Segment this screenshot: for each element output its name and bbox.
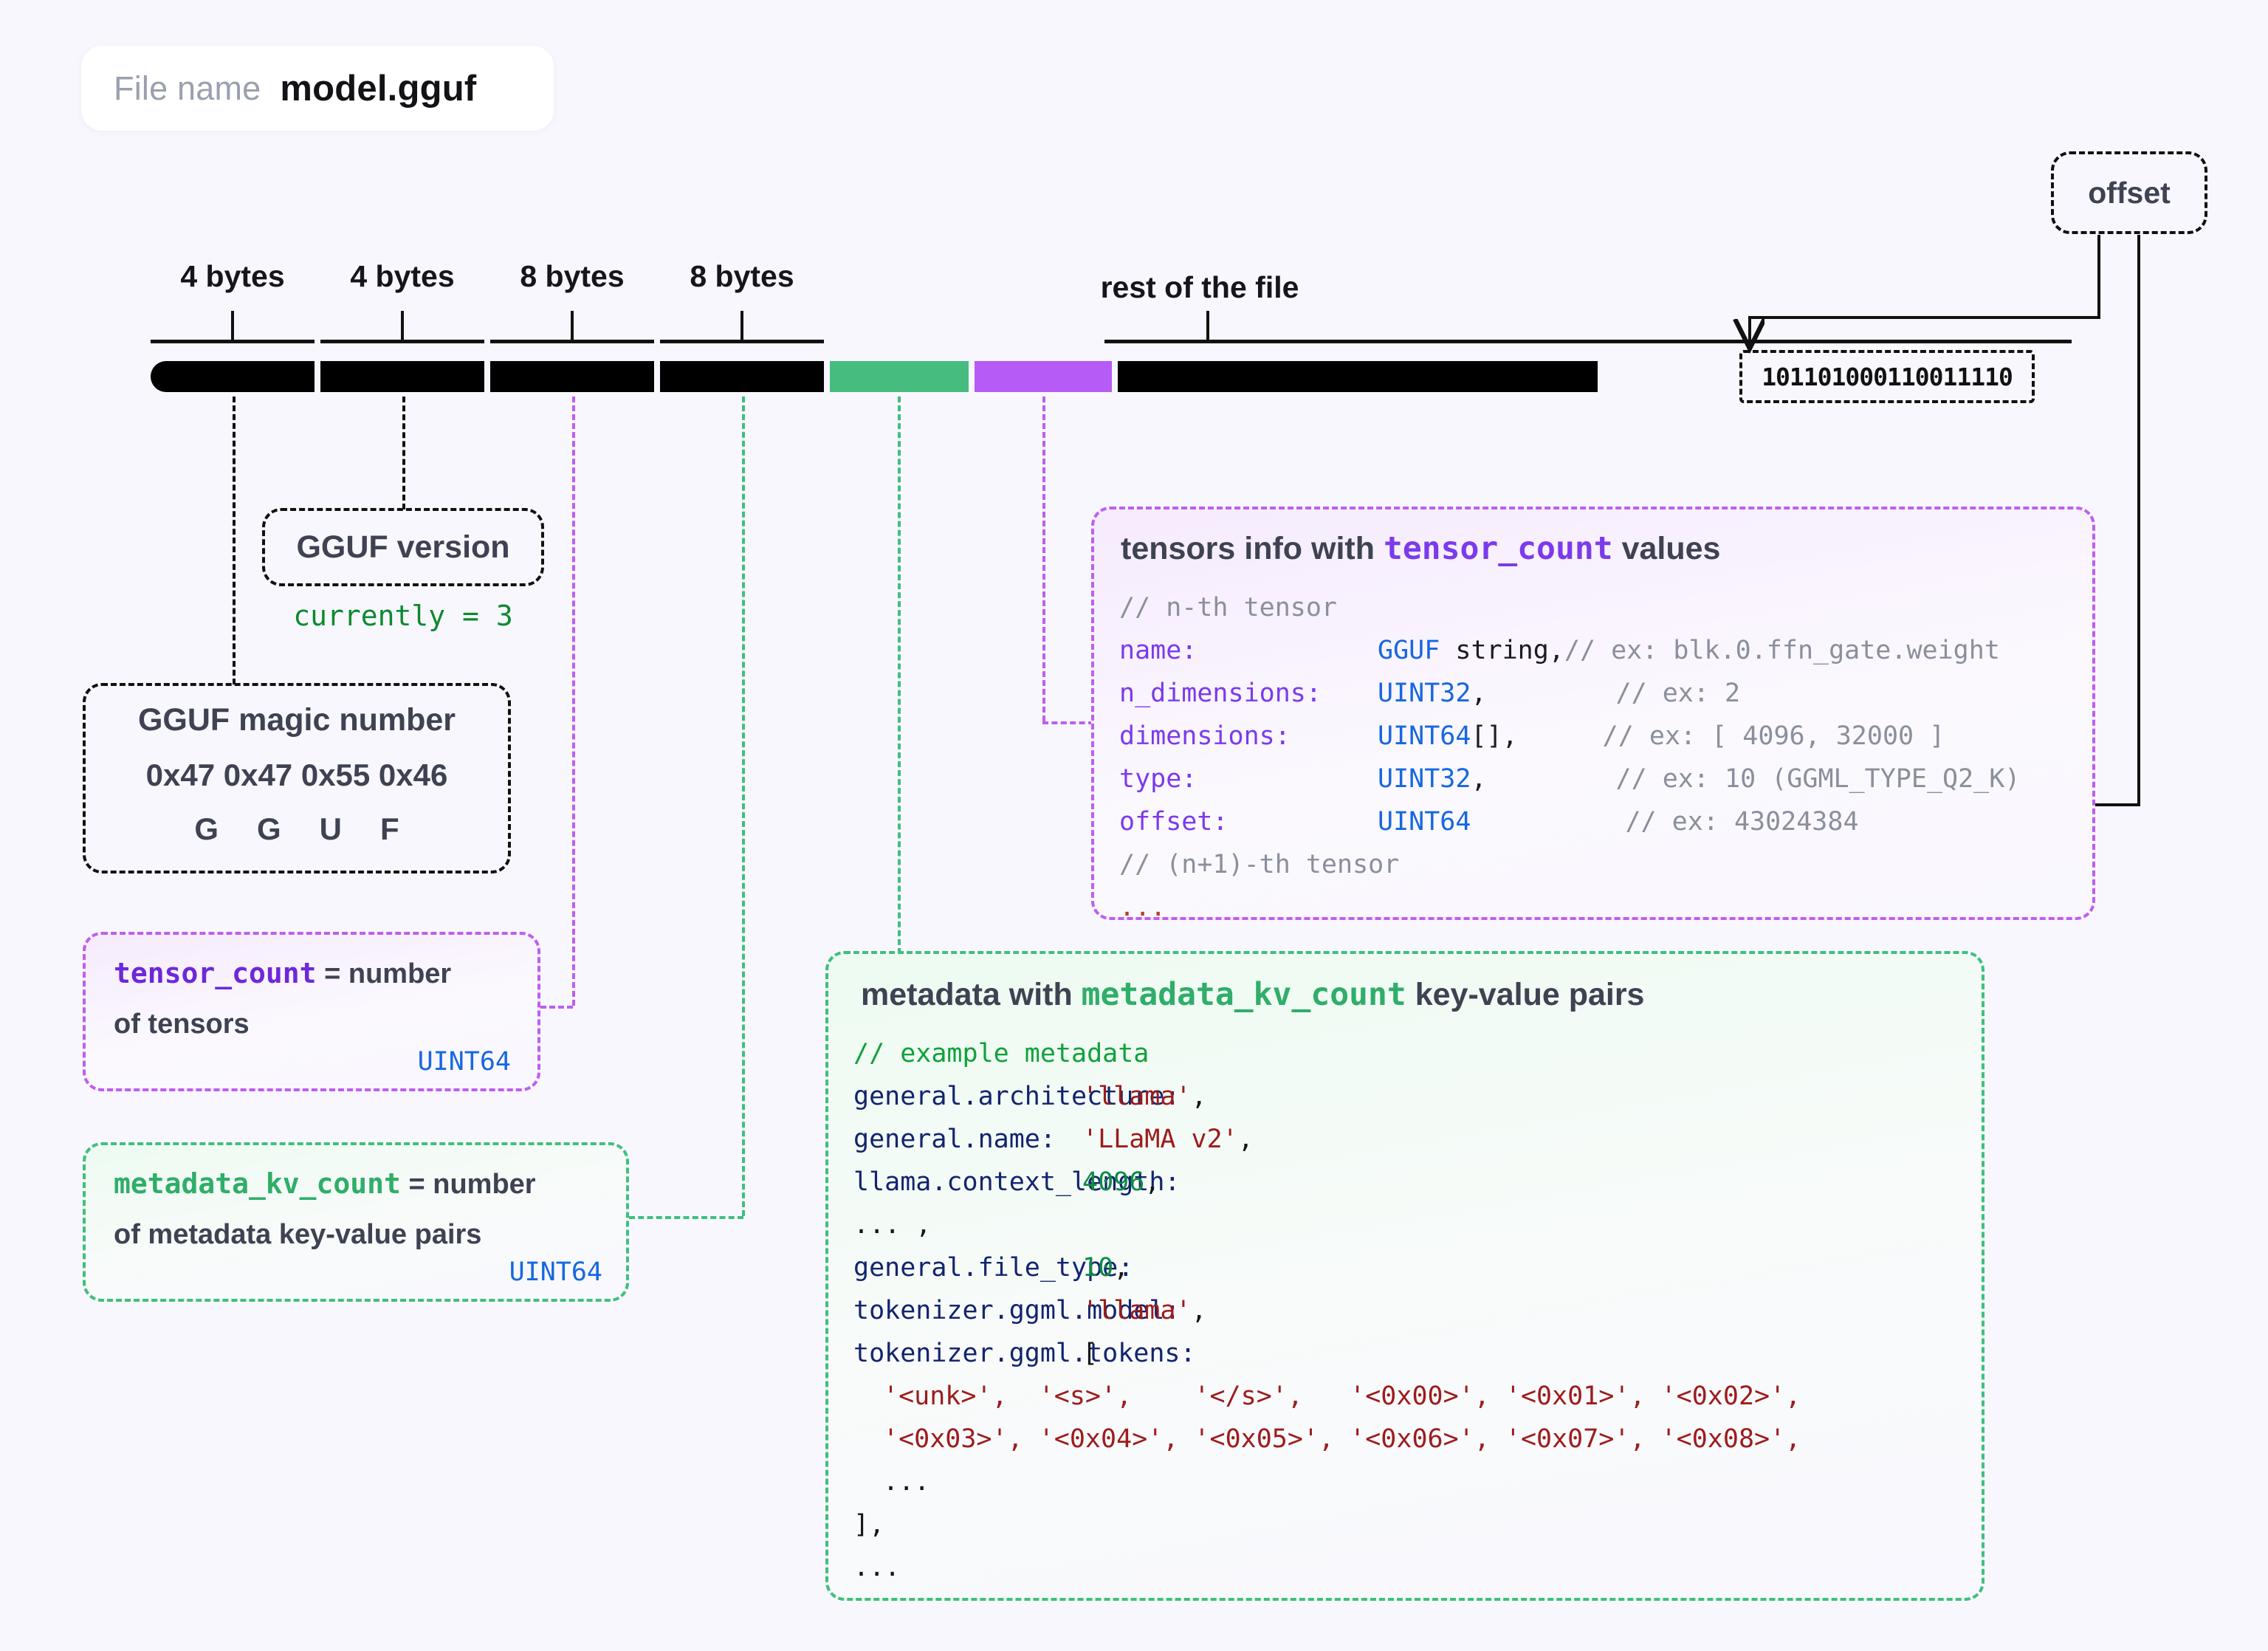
connector-tensorsinfo-horizontal (1042, 721, 1094, 724)
brace-1 (320, 306, 484, 343)
connector-kvcount-horizontal (629, 1216, 743, 1219)
tensors-info-panel: tensors info with tensor_count values //… (1091, 507, 2095, 922)
tensors-ellipsis: ... (1119, 893, 1166, 922)
brace-0 (151, 306, 315, 343)
tensor-count-type: UINT64 (417, 1047, 511, 1077)
filename-label: File name (114, 69, 261, 107)
filename-pill: File name model.gguf (81, 46, 554, 131)
metadata-tokens-close: ], (853, 1510, 885, 1540)
rest-of-file-label: rest of the file (1100, 270, 1299, 304)
bar-segment-metadata (830, 361, 969, 392)
metadata-pair-0: general.architecture:'llama', (853, 1082, 1207, 1111)
metadata-comment: // example metadata (853, 1039, 1150, 1068)
gguf-magic-chars: GGUF (194, 811, 438, 846)
binary-value: 101101000110011110 (1762, 362, 2013, 391)
metadata-token-line-1: '<0x03>', '<0x04>', '<0x05>', '<0x06>', … (883, 1424, 1801, 1454)
gguf-version-title: GGUF version (296, 529, 510, 565)
metadata-pair-1: general.name:'LLaMA v2', (853, 1125, 1254, 1154)
bar-segment-kv-count (660, 361, 824, 392)
metadata-kv-count-name: metadata_kv_count (114, 1167, 401, 1200)
bar-segment-version (320, 361, 484, 392)
connector-tensorcount-horizontal (540, 1006, 573, 1009)
metadata-code-rows: // example metadata general.architecture… (853, 1032, 1801, 1589)
tensors-comment-top: // n-th tensor (1119, 593, 1338, 622)
gguf-magic-hex: 0x47 0x47 0x55 0x46 (145, 758, 448, 792)
tensors-row-3: type:UINT32,// ex: 10 (GGML_TYPE_Q2_K) (1119, 764, 2021, 794)
byte-label-1: 4 bytes (350, 259, 455, 293)
metadata-kv-count-callout: metadata_kv_count = number of metadata k… (83, 1142, 629, 1302)
metadata-panel: metadata with metadata_kv_count key-valu… (825, 951, 1984, 1601)
tensors-title-code: tensor_count (1383, 530, 1613, 567)
metadata-pair-2: llama.context_length:4096, (853, 1167, 1181, 1197)
metadata-pair-4: tokenizer.ggml.model:'llama', (853, 1296, 1207, 1325)
metadata-kv-count-eq: = number (400, 1169, 536, 1200)
metadata-title-post: key-value pairs (1406, 977, 1645, 1012)
tensors-info-title: tensors info with tensor_count values (1121, 530, 1720, 567)
tensors-row-4: offset:UINT64// ex: 43024384 (1119, 807, 1859, 837)
offset-label: offset (2088, 175, 2171, 210)
metadata-title-code: metadata_kv_count (1081, 976, 1406, 1013)
metadata-tokens-row: tokenizer.ggml.tokens:[ (853, 1339, 1196, 1368)
connector-tensorcount-vertical (572, 397, 575, 1006)
tensor-count-name: tensor_count (114, 957, 317, 989)
connector-magic (233, 397, 236, 684)
tensors-row-2: dimensions:UINT64[],// ex: [ 4096, 32000… (1119, 721, 1945, 751)
bar-segment-magic (151, 361, 315, 392)
binary-offset-chip: 101101000110011110 (1739, 350, 2035, 403)
gguf-version-callout: GGUF version (262, 508, 544, 586)
filename-value: model.gguf (280, 68, 477, 109)
gguf-magic-callout: GGUF magic number 0x47 0x47 0x55 0x46 GG… (83, 683, 511, 873)
metadata-tokens-ellipsis: ... (883, 1467, 930, 1497)
connector-version (402, 397, 405, 509)
bar-segment-tensor-data (1118, 361, 1598, 392)
connector-metadata-segment (898, 397, 901, 954)
bar-segment-tensor-count (490, 361, 654, 392)
connector-tensorsinfo-segment (1042, 397, 1045, 721)
connector-kvcount-vertical (742, 397, 745, 1216)
brace-2 (490, 306, 654, 343)
metadata-title-pre: metadata with (861, 977, 1082, 1012)
tensors-row-1: n_dimensions:UINT32,// ex: 2 (1119, 679, 1741, 708)
byte-label-2: 8 bytes (520, 259, 625, 293)
metadata-panel-title: metadata with metadata_kv_count key-valu… (861, 976, 1644, 1013)
gguf-version-note: currently = 3 (293, 600, 513, 632)
offset-callout: offset (2051, 151, 2207, 234)
tensors-comment-next: // (n+1)-th tensor (1119, 850, 1400, 879)
metadata-pair-3: general.file_type:10, (853, 1253, 1134, 1283)
tensors-code-rows: // n-th tensor name:GGUF string,// ex: b… (1119, 586, 2020, 929)
tensor-count-callout: tensor_count = number of tensors UINT64 (83, 932, 540, 1091)
metadata-ellipsis-end: ... (853, 1553, 901, 1582)
metadata-kv-count-line2: of metadata key-value pairs (114, 1219, 482, 1250)
tensors-row-0: name:GGUF string,// ex: blk.0.ffn_gate.w… (1119, 636, 2000, 665)
brace-rest (1104, 306, 2072, 343)
bar-segment-tensors-info (975, 361, 1112, 392)
metadata-kv-count-type: UINT64 (509, 1257, 602, 1287)
tensor-count-eq: = number (316, 958, 452, 989)
metadata-token-line-0: '<unk>', '<s>', '</s>', '<0x00>', '<0x01… (883, 1381, 1801, 1411)
metadata-ellipsis-mid: ... , (853, 1210, 932, 1240)
tensors-title-pre: tensors info with (1121, 531, 1384, 566)
gguf-magic-title: GGUF magic number (137, 702, 456, 738)
brace-3 (660, 306, 824, 343)
tensor-count-line2: of tensors (114, 1009, 250, 1040)
byte-label-0: 4 bytes (180, 259, 285, 293)
byte-label-3: 8 bytes (690, 259, 794, 293)
tensors-title-post: values (1612, 531, 1721, 566)
